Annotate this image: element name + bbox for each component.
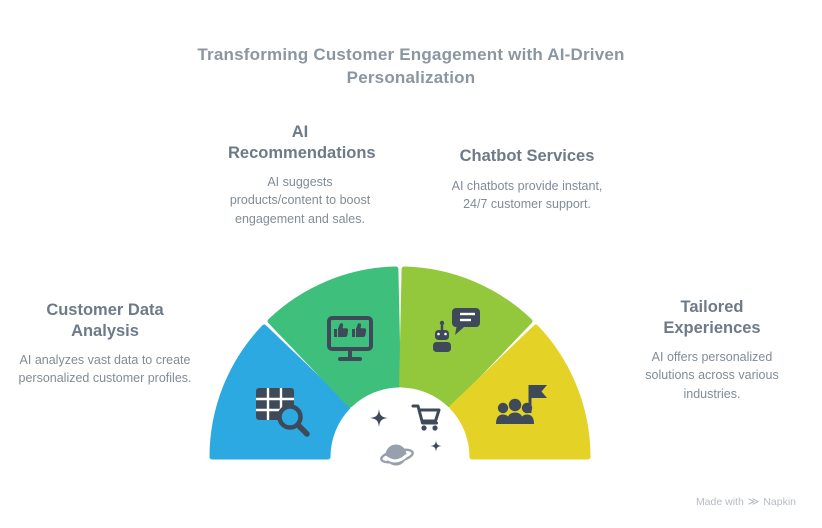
shopping-cart-sparkles-icon [370, 404, 442, 466]
section-body: AI chatbots provide instant, 24/7 custom… [451, 178, 603, 211]
section-body: AI suggests products/content to boost en… [229, 175, 371, 226]
magnifier-lens [277, 404, 303, 430]
team-flag-icon [496, 385, 547, 424]
made-with-napkin-link[interactable]: Made with ≫ Napkin [695, 495, 796, 509]
section-customer-data-analysis: Customer Data Analysis AI analyzes vast … [15, 300, 195, 388]
wedge-chatbot-services [399, 266, 533, 408]
brand-label: Napkin [763, 495, 796, 508]
section-heading: Chatbot Services [459, 147, 595, 165]
page-title: Transforming Customer Engagement with AI… [197, 45, 625, 87]
monitor-thumbs-icon [327, 316, 373, 361]
section-heading: Customer Data Analysis [46, 301, 164, 340]
section-heading: Tailored Experiences [663, 298, 761, 337]
section-tailored-experiences: Tailored Experiences AI offers personali… [627, 297, 797, 403]
wedge-tailored-experiences [449, 324, 591, 460]
chatbot-speech-icon [433, 308, 480, 352]
mascot-icon [380, 444, 414, 466]
section-body: AI analyzes vast data to create personal… [18, 353, 192, 386]
napkin-logo-icon: ≫ [747, 496, 760, 508]
table-magnifier-icon [256, 388, 310, 437]
section-chatbot-services: Chatbot Services AI chatbots provide ins… [442, 146, 612, 213]
section-body: AI offers personalized solutions across … [645, 350, 779, 401]
section-heading: AI Recommendations [228, 123, 376, 162]
section-ai-recommendations: AI Recommendations AI suggests products/… [220, 122, 380, 228]
made-with-label: Made with [695, 495, 744, 508]
